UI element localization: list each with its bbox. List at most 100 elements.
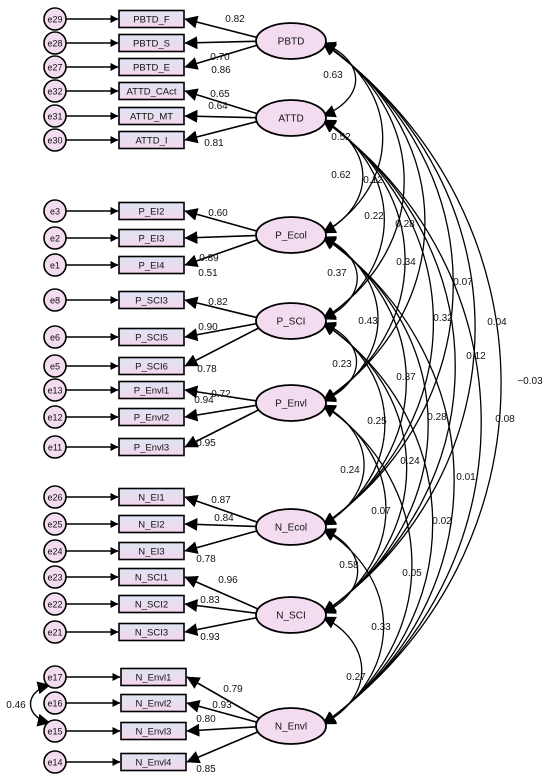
loading-path-attd-cact [184, 88, 258, 115]
indicator-p-ei3[interactable]: P_EI3 [118, 228, 185, 248]
loading-label-p-envl2: 0.94 [194, 395, 214, 406]
indicator-p-sci5[interactable]: P_SCI5 [118, 327, 185, 347]
error-e5[interactable]: e5 [43, 354, 67, 378]
error-e27[interactable]: e27 [43, 55, 67, 79]
error-label: e12 [47, 413, 62, 423]
indicator-attd-i[interactable]: ATTD_I [118, 130, 185, 150]
indicator-box [118, 228, 185, 248]
latent-n-envl[interactable]: N_Envl [255, 707, 327, 745]
indicator-label: ATTD_MT [130, 112, 173, 123]
indicator-p-envl2[interactable]: P_Envl2 [118, 407, 185, 427]
indicator-box [118, 567, 185, 587]
indicator-pbtd-e[interactable]: PBTD_E [118, 57, 185, 77]
indicator-n-envl1[interactable]: N_Envl1 [120, 667, 187, 687]
covariance-arc-p-envl-n-envl [322, 404, 413, 725]
error-circle [43, 288, 67, 312]
indicator-box [118, 57, 185, 77]
indicator-label: N_SCI2 [135, 600, 168, 611]
loading-label-p-ei2: 0.60 [208, 208, 228, 219]
loading-label-attd-mt: 0.64 [208, 101, 228, 112]
error-e29[interactable]: e29 [43, 7, 67, 31]
error-e22[interactable]: e22 [43, 592, 67, 616]
indicator-n-sci3[interactable]: N_SCI3 [118, 622, 185, 642]
loading-path-p-envl1 [184, 385, 257, 402]
error-e3[interactable]: e3 [43, 199, 67, 223]
loading-path-pbtd-f [184, 15, 257, 39]
error-label: e14 [47, 758, 62, 768]
indicator-label: P_Envl1 [134, 386, 169, 397]
indicator-n-envl2[interactable]: N_Envl2 [120, 693, 187, 713]
error-e28[interactable]: e28 [43, 31, 67, 55]
latent-ellipse [255, 22, 327, 60]
covariance-label-p-ecol-n-envl: 0.01 [456, 472, 476, 483]
indicator-box [118, 81, 185, 101]
latent-n-ecol[interactable]: N_Ecol [255, 508, 327, 546]
latent-pbtd[interactable]: PBTD [255, 22, 327, 60]
indicator-box [118, 255, 185, 275]
error-e25[interactable]: e25 [43, 512, 67, 536]
error-e14[interactable]: e14 [43, 750, 67, 774]
indicator-n-sci1[interactable]: N_SCI1 [118, 567, 185, 587]
indicator-n-envl3[interactable]: N_Envl3 [120, 721, 187, 741]
indicator-attd-cact[interactable]: ATTD_CAct [118, 81, 185, 101]
error-e32[interactable]: e32 [43, 79, 67, 103]
indicator-p-sci6[interactable]: P_SCI6 [118, 356, 185, 376]
covariance-label-n-ecol-n-sci: 0.58 [339, 560, 359, 571]
indicator-p-ei2[interactable]: P_EI2 [118, 201, 185, 221]
indicator-n-ei3[interactable]: N_EI3 [118, 541, 185, 561]
indicator-n-ei2[interactable]: N_EI2 [118, 514, 185, 534]
covariance-label-pbtd-n-sci: 0.04 [487, 317, 507, 328]
indicator-p-envl3[interactable]: P_Envl3 [118, 437, 185, 457]
indicator-p-envl1[interactable]: P_Envl1 [118, 380, 185, 400]
latent-n-sci[interactable]: N_SCI [255, 596, 327, 634]
error-label: e6 [50, 333, 60, 343]
latent-ellipse [255, 596, 327, 634]
indicator-label: N_SCI1 [135, 573, 168, 584]
indicator-n-envl4[interactable]: N_Envl4 [120, 752, 187, 772]
latent-p-ecol[interactable]: P_Ecol [255, 216, 327, 254]
error-e26[interactable]: e26 [43, 485, 67, 509]
loading-label-n-ei2: 0.84 [214, 513, 234, 524]
indicator-pbtd-f[interactable]: PBTD_F [118, 9, 185, 29]
latent-p-sci[interactable]: P_SCI [255, 302, 327, 340]
error-e16[interactable]: e16 [43, 691, 67, 715]
error-e13[interactable]: e13 [43, 378, 67, 402]
error-e11[interactable]: e11 [43, 435, 67, 459]
indicator-box [118, 487, 185, 507]
error-e12[interactable]: e12 [43, 405, 67, 429]
error-circle [43, 750, 67, 774]
latent-ellipse [255, 707, 327, 745]
error-e30[interactable]: e30 [43, 128, 67, 152]
error-e1[interactable]: e1 [43, 253, 67, 277]
error-circle [43, 620, 67, 644]
indicator-p-sci3[interactable]: P_SCI3 [118, 290, 185, 310]
error-circle [43, 325, 67, 349]
error-label: e15 [47, 727, 62, 737]
error-e31[interactable]: e31 [43, 104, 67, 128]
loading-label-pbtd-s: 0.70 [210, 52, 230, 63]
indicator-n-sci2[interactable]: N_SCI2 [118, 594, 185, 614]
error-e24[interactable]: e24 [43, 539, 67, 563]
error-label: e11 [48, 443, 62, 453]
error-e15[interactable]: e15 [43, 719, 67, 743]
indicator-pbtd-s[interactable]: PBTD_S [118, 33, 185, 53]
covariance-label-p-envl-n-sci: 0.07 [371, 506, 391, 517]
latent-p-envl[interactable]: P_Envl [255, 384, 327, 422]
indicator-p-ei4[interactable]: P_EI4 [118, 255, 185, 275]
error-e6[interactable]: e6 [43, 325, 67, 349]
error-circle [43, 539, 67, 563]
indicator-box [118, 356, 185, 376]
error-e8[interactable]: e8 [43, 288, 67, 312]
error-e2[interactable]: e2 [43, 226, 67, 250]
error-label: e24 [47, 547, 62, 557]
indicator-attd-mt[interactable]: ATTD_MT [118, 106, 185, 126]
latent-attd[interactable]: ATTD [255, 99, 327, 137]
indicator-box [118, 594, 185, 614]
error-e17[interactable]: e17 [43, 665, 67, 689]
indicator-box [118, 380, 185, 400]
latent-label: P_Ecol [275, 231, 307, 242]
indicator-n-ei1[interactable]: N_EI1 [118, 487, 185, 507]
error-e21[interactable]: e21 [43, 620, 67, 644]
error-e23[interactable]: e23 [43, 565, 67, 589]
indicator-label: N_EI2 [138, 520, 164, 531]
